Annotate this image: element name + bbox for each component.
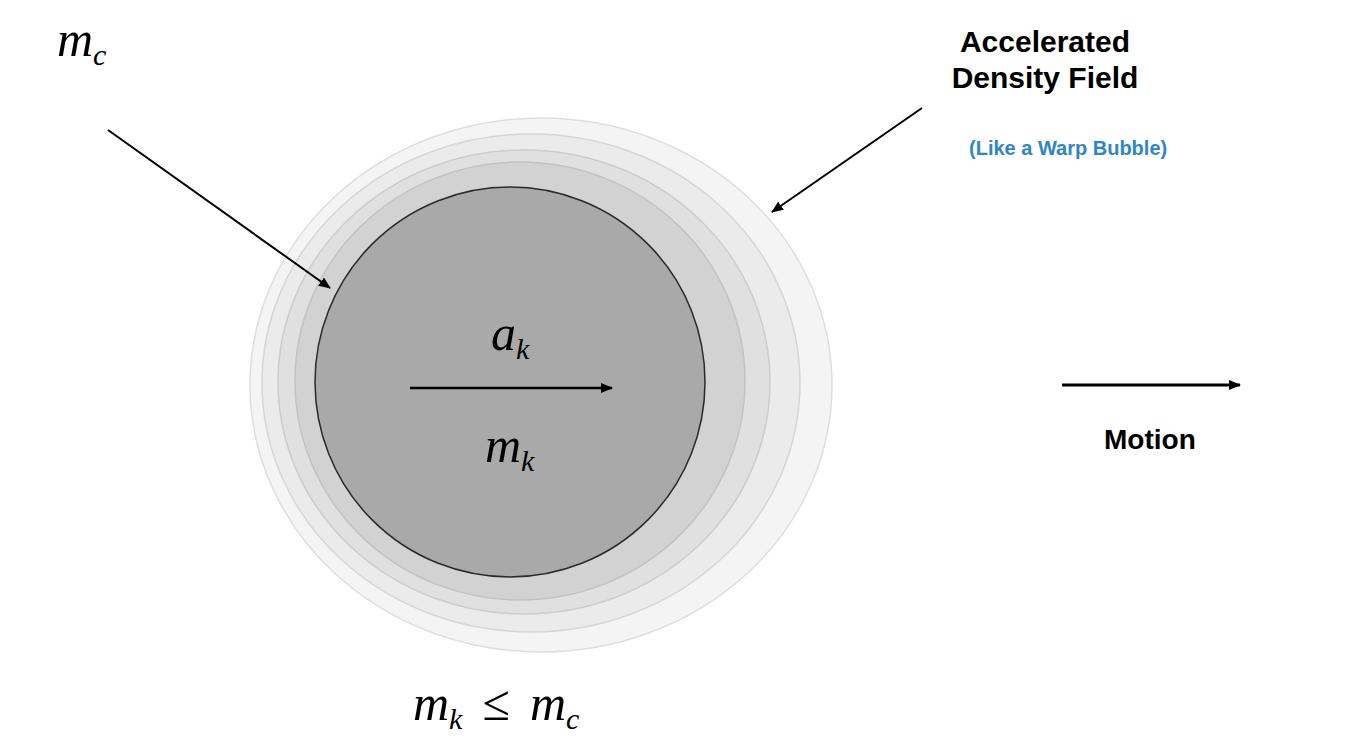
math-char xyxy=(517,675,530,731)
math-char: k xyxy=(521,444,534,477)
leader-line xyxy=(772,108,922,212)
math-char: m xyxy=(485,417,521,473)
field-ring xyxy=(295,162,745,600)
motion-label: Motion xyxy=(1104,424,1196,456)
math-char: ≤ xyxy=(475,675,517,731)
math-char: c xyxy=(566,702,579,735)
math-char: k xyxy=(449,702,462,735)
math-char: m xyxy=(413,675,449,731)
field-note: (Like a Warp Bubble) xyxy=(969,137,1167,160)
mass-inequality: mk ≤ mc xyxy=(413,678,579,734)
acceleration-symbol: ak xyxy=(491,308,529,364)
field-ring xyxy=(250,118,832,652)
math-char xyxy=(462,675,475,731)
field-heading: Accelerated Density Field xyxy=(935,24,1155,96)
leader-line xyxy=(108,130,330,288)
math-char: a xyxy=(491,305,516,361)
math-char: k xyxy=(516,332,529,365)
math-char: m xyxy=(57,11,93,67)
circle-outline xyxy=(314,186,706,578)
math-char: m xyxy=(530,675,566,731)
mass-symbol: mk xyxy=(485,420,534,476)
field-ring xyxy=(262,134,800,632)
mass-label: mc xyxy=(57,14,106,70)
mass-circle: akmk xyxy=(314,186,706,578)
motion-arrow xyxy=(1062,384,1240,387)
math-char: c xyxy=(93,38,106,71)
field-ring xyxy=(278,150,770,614)
